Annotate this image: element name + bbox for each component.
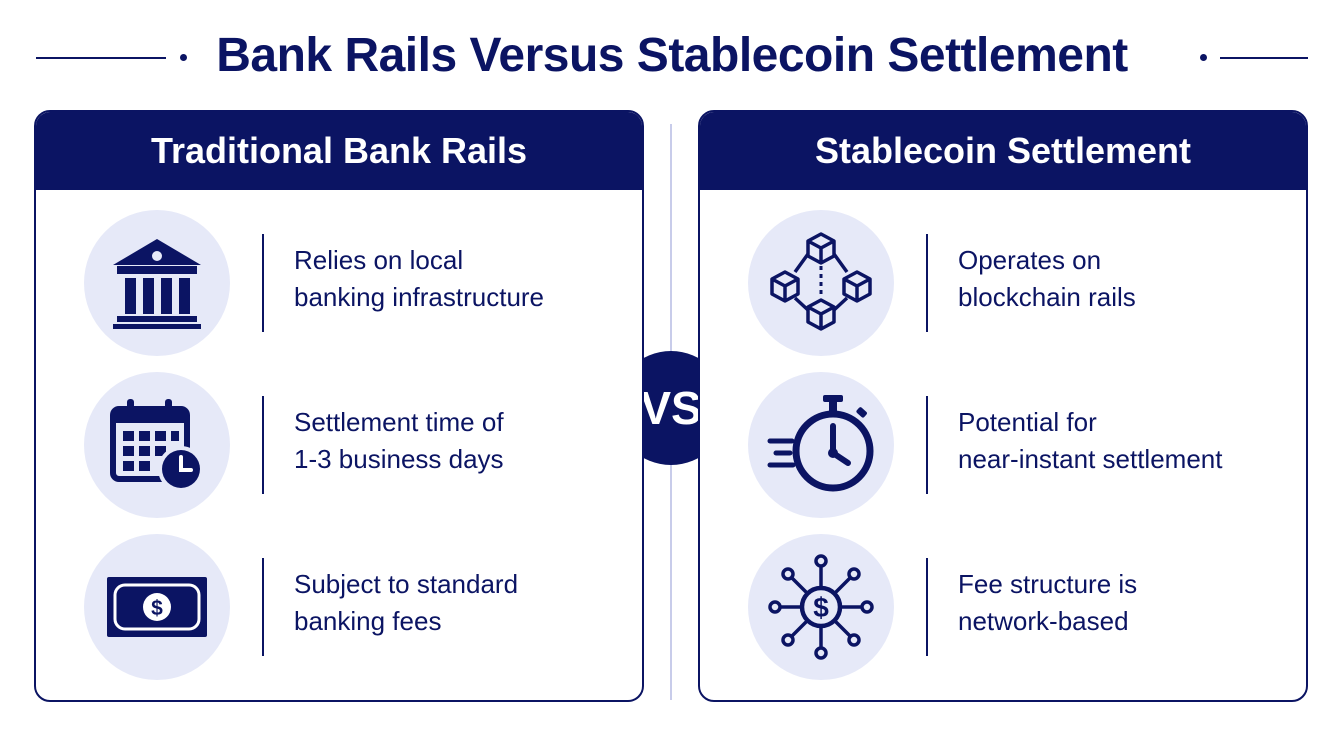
icon-circle <box>748 210 894 356</box>
item-text-line-2: near-instant settlement <box>958 444 1223 474</box>
list-item: $ Subject to standard banking fees <box>36 534 642 680</box>
icon-circle <box>84 210 230 356</box>
list-item: Relies on local banking infrastructure <box>36 210 642 356</box>
item-text-line-1: Subject to standard <box>294 569 519 599</box>
list-item: Operates on blockchain rails <box>700 210 1306 356</box>
list-item: Settlement time of 1-3 business days <box>36 372 642 518</box>
calendar-clock-icon <box>110 399 204 492</box>
item-text: Relies on local banking infrastructure <box>294 242 634 316</box>
dollar-bill-icon: $ <box>107 577 207 637</box>
panel-heading: Traditional Bank Rails <box>36 112 642 190</box>
item-divider <box>262 234 264 332</box>
item-text: Subject to standard banking fees <box>294 566 634 640</box>
stablecoin-settlement-panel: Stablecoin Settlement Operates on <box>698 110 1308 702</box>
icon-circle: $ <box>748 534 894 680</box>
item-text-line-1: Fee structure is <box>958 569 1138 599</box>
list-item: $ Fee structure is network-based <box>700 534 1306 680</box>
item-text-line-1: Potential for <box>958 407 1097 437</box>
item-text-line-2: blockchain rails <box>958 282 1136 312</box>
icon-circle: $ <box>84 534 230 680</box>
item-divider <box>926 396 928 494</box>
dollar-network-icon: $ <box>768 554 874 660</box>
title-decoration-line-left <box>36 57 166 59</box>
title-decoration-dot-right <box>1200 54 1207 61</box>
svg-text:$: $ <box>151 597 163 620</box>
item-text-line-2: 1-3 business days <box>294 444 504 474</box>
item-text-line-2: banking fees <box>294 606 442 636</box>
list-item: Potential for near-instant settlement <box>700 372 1306 518</box>
item-divider <box>926 558 928 656</box>
traditional-bank-rails-panel: Traditional Bank Rails <box>34 110 644 702</box>
item-text: Settlement time of 1-3 business days <box>294 404 634 478</box>
title-decoration-line-right <box>1220 57 1308 59</box>
item-text-line-1: Relies on local <box>294 245 464 275</box>
blockchain-cubes-icon <box>770 232 872 331</box>
title-decoration-dot-left <box>180 54 187 61</box>
icon-circle <box>748 372 894 518</box>
item-text-line-1: Settlement time of <box>294 407 504 437</box>
bank-building-icon <box>113 239 201 329</box>
item-text-line-2: network-based <box>958 606 1129 636</box>
icon-circle <box>84 372 230 518</box>
item-divider <box>262 558 264 656</box>
item-text-line-2: banking infrastructure <box>294 282 545 312</box>
item-divider <box>262 396 264 494</box>
svg-text:$: $ <box>813 592 829 623</box>
item-divider <box>926 234 928 332</box>
item-text: Fee structure is network-based <box>958 566 1298 640</box>
stopwatch-speed-icon <box>767 395 874 492</box>
item-text-line-1: Operates on <box>958 245 1102 275</box>
page-title: Bank Rails Versus Stablecoin Settlement <box>216 29 1128 82</box>
title-row: Bank Rails Versus Stablecoin Settlement <box>0 22 1344 94</box>
item-text: Operates on blockchain rails <box>958 242 1298 316</box>
panel-heading: Stablecoin Settlement <box>700 112 1306 190</box>
item-text: Potential for near-instant settlement <box>958 404 1298 478</box>
